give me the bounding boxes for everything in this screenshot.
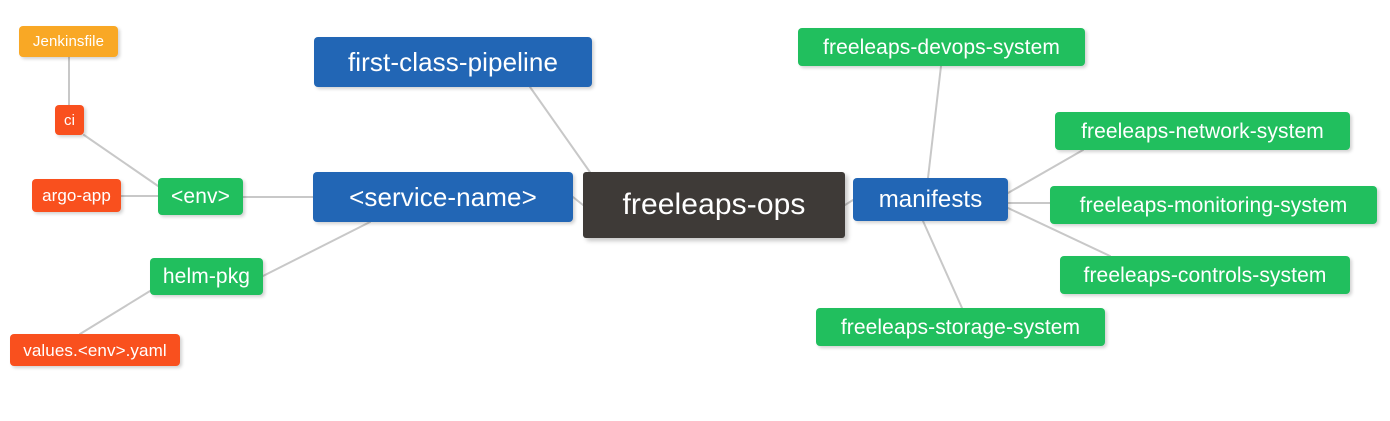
node-helm-pkg[interactable]: helm-pkg	[150, 258, 263, 295]
node-label: freeleaps-ops	[622, 188, 806, 221]
node-label: freeleaps-network-system	[1081, 119, 1324, 143]
node-freeleaps-controls-system[interactable]: freeleaps-controls-system	[1060, 256, 1350, 294]
node-freeleaps-ops[interactable]: freeleaps-ops	[583, 172, 845, 238]
node-label: helm-pkg	[162, 265, 251, 288]
edge-helm-pkg-to-values-env-yaml	[79, 290, 151, 335]
node-label: values.<env>.yaml	[23, 340, 167, 360]
node-freeleaps-network-system[interactable]: freeleaps-network-system	[1055, 112, 1350, 150]
node-env[interactable]: <env>	[158, 178, 243, 215]
node-label: freeleaps-controls-system	[1083, 263, 1327, 287]
node-argo-app[interactable]: argo-app	[32, 179, 121, 212]
node-jenkinsfile[interactable]: Jenkinsfile	[19, 26, 118, 57]
node-label: freeleaps-storage-system	[840, 315, 1081, 339]
edge-freeleaps-ops-to-first-class-pipeline	[529, 86, 593, 176]
node-label: argo-app	[42, 186, 111, 205]
node-freeleaps-monitoring-system[interactable]: freeleaps-monitoring-system	[1050, 186, 1377, 224]
node-service-name[interactable]: <service-name>	[313, 172, 573, 222]
edge-manifests-to-freeleaps-storage-system	[922, 220, 963, 309]
node-manifests[interactable]: manifests	[853, 178, 1008, 221]
node-freeleaps-storage-system[interactable]: freeleaps-storage-system	[816, 308, 1105, 346]
edge-manifests-to-freeleaps-devops-system	[927, 65, 942, 179]
edge-freeleaps-ops-to-service-name	[572, 196, 584, 206]
node-freeleaps-devops-system[interactable]: freeleaps-devops-system	[798, 28, 1085, 66]
node-label: freeleaps-monitoring-system	[1079, 193, 1348, 217]
edge-service-name-to-helm-pkg	[262, 221, 371, 277]
node-label: <env>	[171, 185, 230, 208]
node-label: ci	[63, 111, 76, 129]
node-ci[interactable]: ci	[55, 105, 84, 135]
edge-freeleaps-ops-to-manifests	[844, 199, 854, 206]
node-label: <service-name>	[349, 182, 537, 212]
node-values-env-yaml[interactable]: values.<env>.yaml	[10, 334, 180, 366]
node-label: manifests	[878, 185, 983, 213]
node-label: first-class-pipeline	[347, 47, 559, 77]
node-label: Jenkinsfile	[32, 33, 105, 50]
node-first-class-pipeline[interactable]: first-class-pipeline	[314, 37, 592, 87]
node-label: freeleaps-devops-system	[823, 35, 1060, 59]
